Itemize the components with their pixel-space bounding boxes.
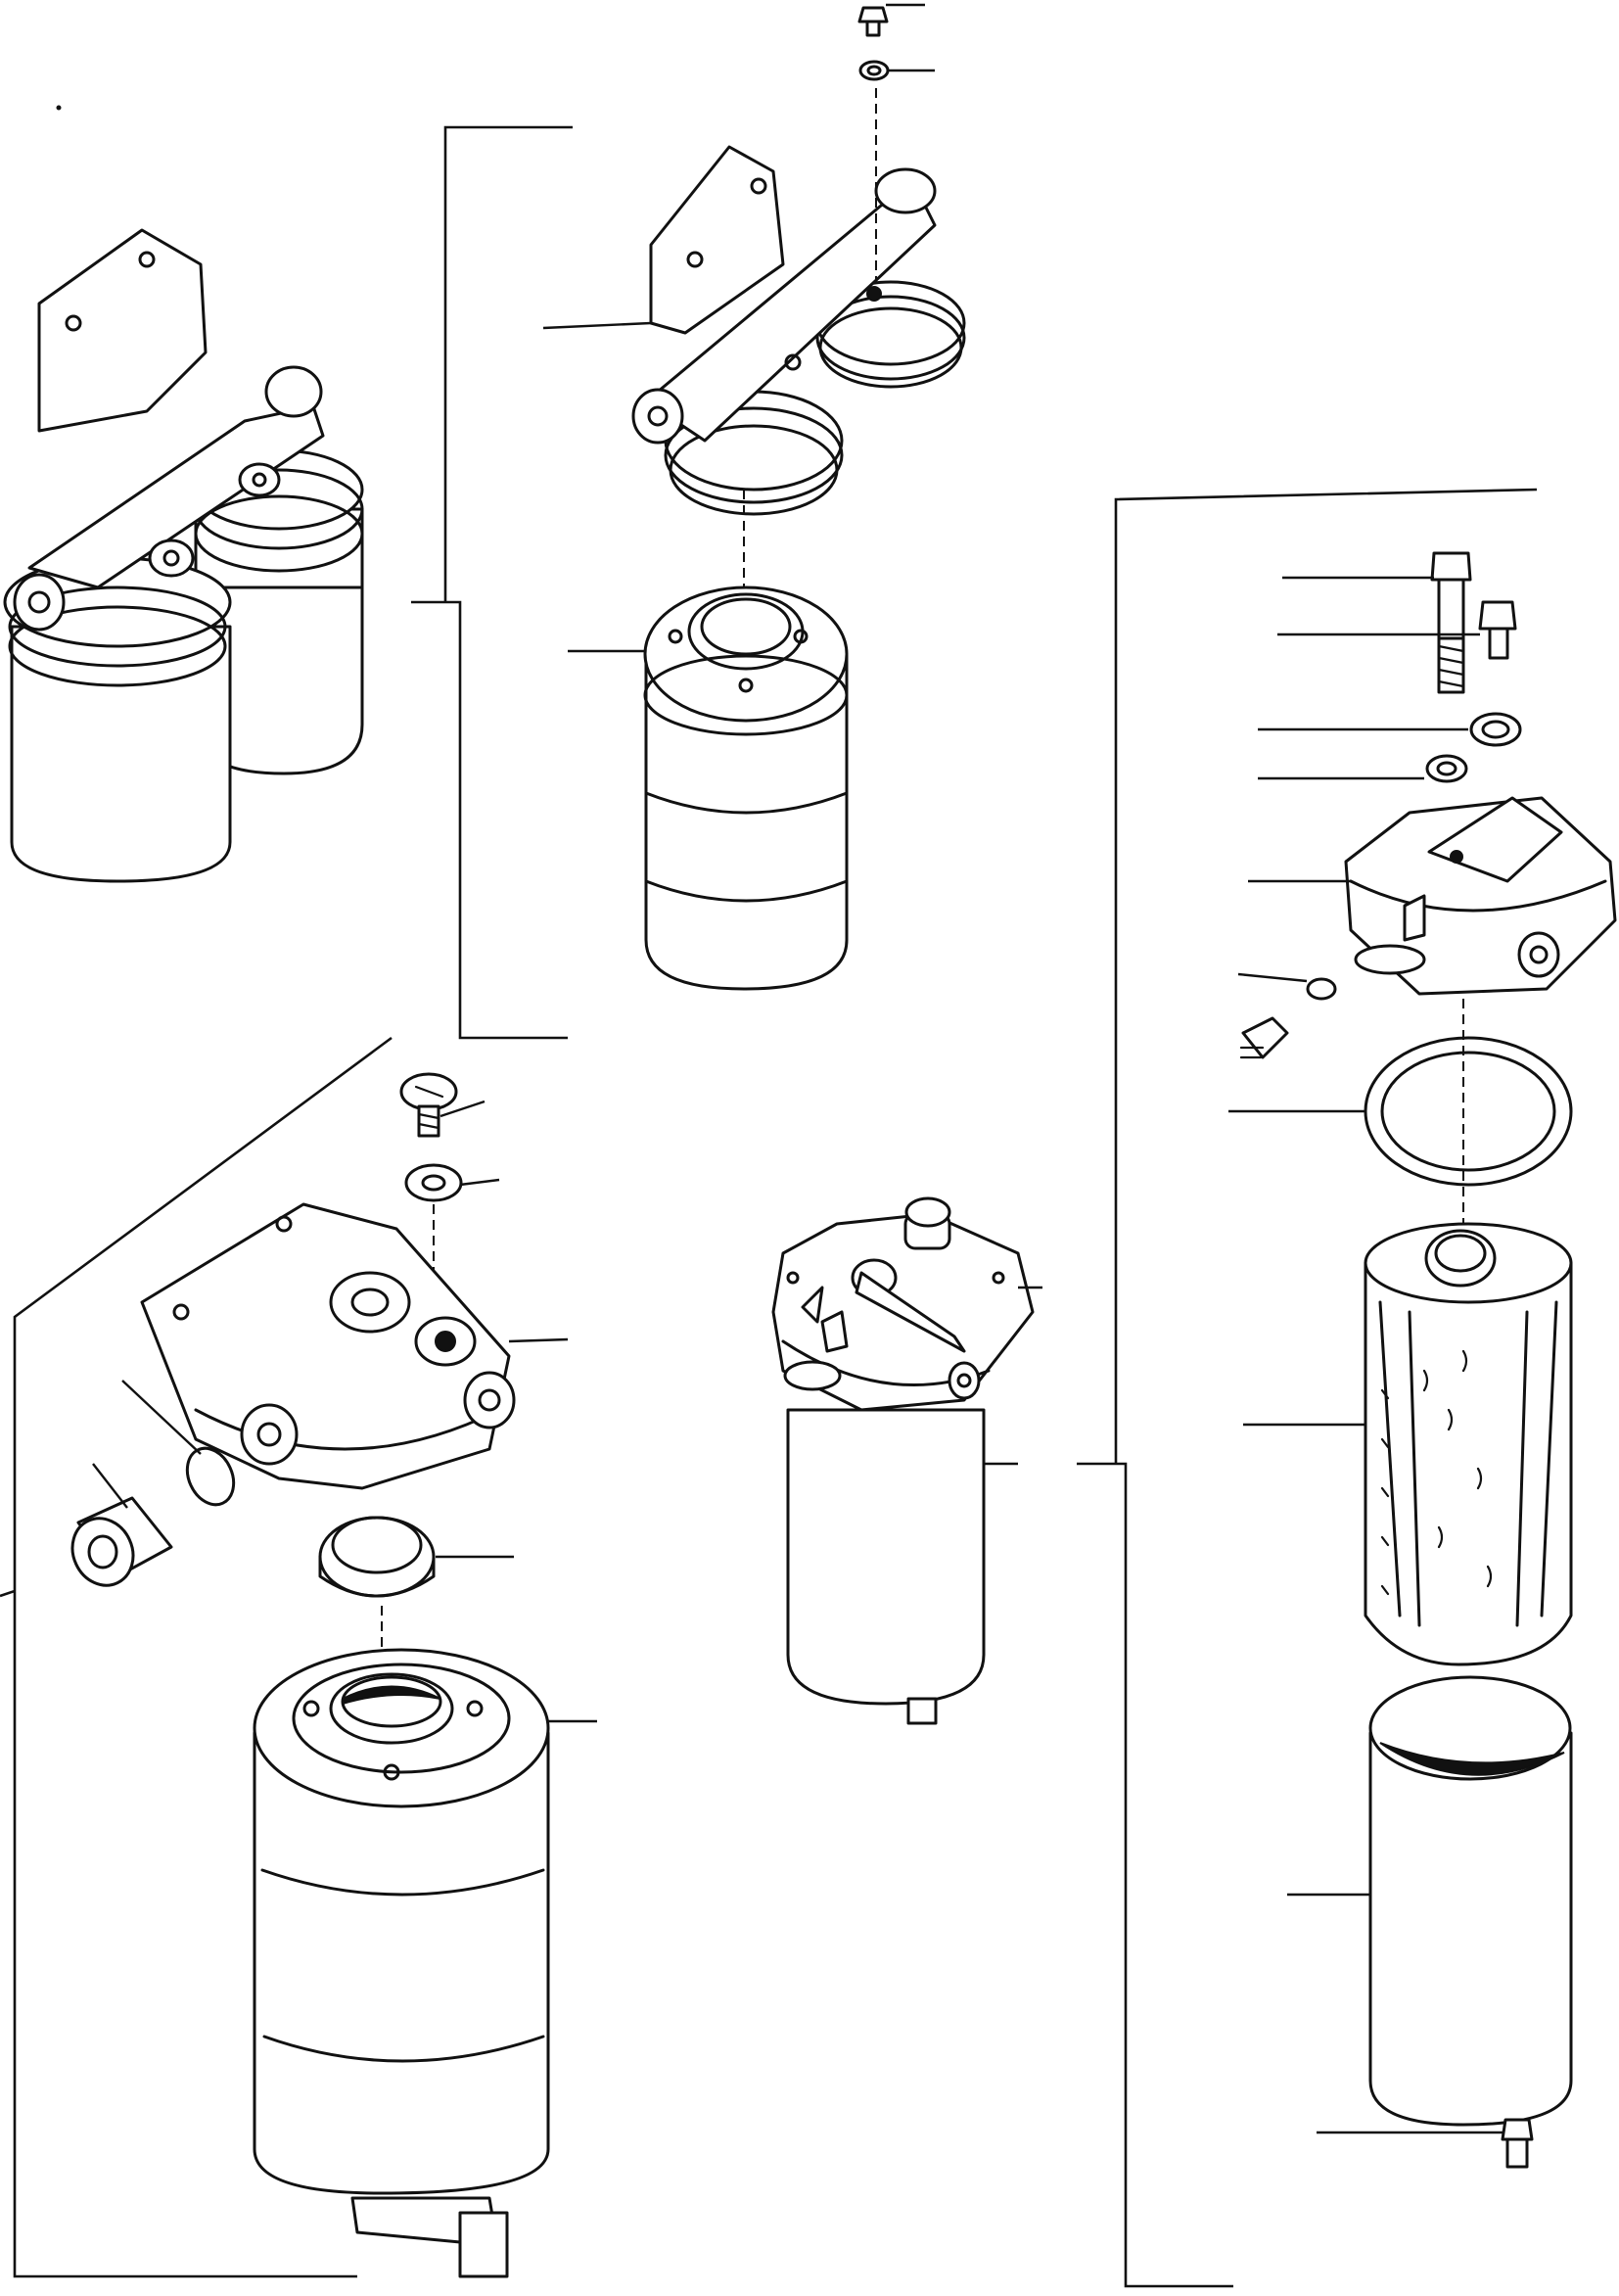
- water-separator-exploded: [1228, 551, 1617, 2169]
- double-filter-exploded: [542, 3, 966, 991]
- double-filter-assembly: [3, 228, 364, 883]
- group-bracket-lower-left: [0, 1036, 393, 2278]
- single-filter-exploded-left: [70, 1072, 597, 2278]
- stray-mark: [56, 105, 62, 111]
- group-bracket-top: [411, 125, 573, 1040]
- water-separator-assembly: [771, 1196, 1042, 1725]
- group-bracket-right: [1077, 488, 1538, 2288]
